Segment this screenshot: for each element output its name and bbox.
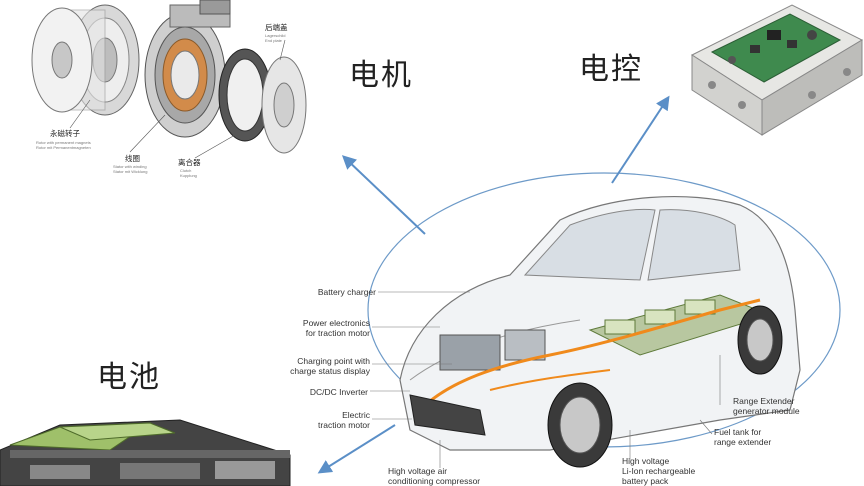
rotor-subcaption: Rotor with permanent magnets Rotor mit P… [36, 140, 91, 150]
ev-car-cutaway [390, 180, 810, 486]
rotor-drawing [31, 4, 140, 116]
callout-traction-motor: Electric traction motor [318, 410, 370, 430]
rear-cover-drawing [261, 56, 307, 154]
callout-range-extender: Range Extender generator module [733, 396, 800, 416]
rear-cover-caption: 后端盖 [265, 23, 288, 32]
controller-illustration [690, 4, 864, 136]
callout-battery-pack: High voltage Li-Ion rechargeable battery… [622, 456, 696, 486]
clutch-caption: 离合器 [178, 158, 201, 167]
motor-label: 电机 [349, 58, 413, 93]
stator-drawing [144, 0, 231, 138]
motor-exploded-view: 永磁转子 Rotor with permanent magnets Rotor … [0, 0, 310, 185]
callout-power-electronics: Power electronics for traction motor [302, 318, 370, 338]
arrow-to-motor [341, 155, 426, 235]
controller-label: 电控 [579, 52, 643, 87]
coil-subcaption: Stator with winding Stator mit Wicklung [113, 164, 148, 174]
battery-illustration [0, 419, 291, 486]
callout-fuel-tank: Fuel tank for range extender [714, 427, 772, 447]
arrow-to-battery [317, 424, 396, 474]
callout-charging-point: Charging point with charge status displa… [290, 356, 370, 376]
motor-illustration [31, 0, 307, 159]
callout-ac-compressor: High voltage air conditioning compressor [388, 466, 481, 486]
rotor-caption: 永磁转子 [50, 129, 80, 138]
car-illustration [399, 195, 801, 468]
controller-image [672, 0, 864, 140]
callout-dcdc-inverter: DC/DC Inverter [309, 387, 368, 397]
battery-label: 电池 [97, 360, 161, 395]
arrow-to-controller [611, 95, 670, 184]
callout-battery-charger: Battery charger [317, 287, 376, 297]
rear-cover-subcaption: Lagerschild End plate [265, 33, 286, 43]
coil-caption: 线圈 [125, 154, 140, 163]
battery-pack-image [0, 405, 300, 486]
clutch-subcaption: Clutch Kupplung [180, 168, 197, 178]
clutch-drawing [218, 48, 272, 142]
